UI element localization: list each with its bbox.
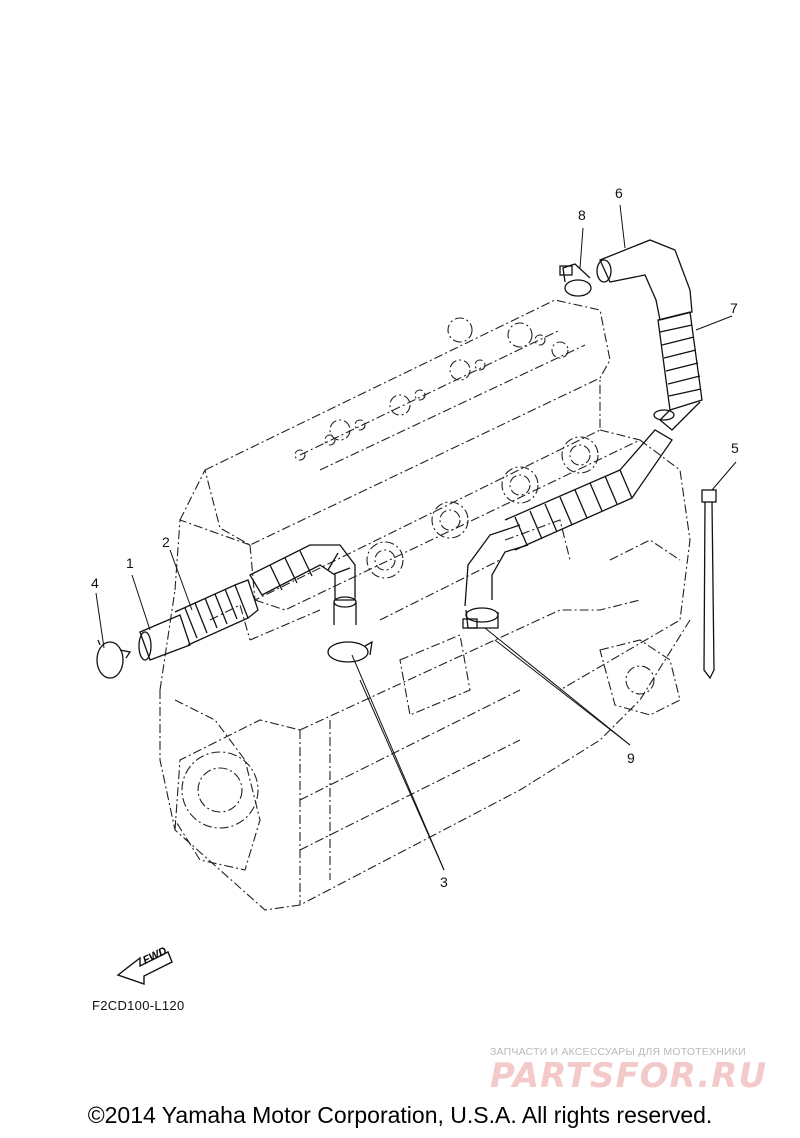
part-6-bent-hose bbox=[596, 239, 693, 321]
breather-hose-long bbox=[464, 409, 675, 607]
diagram-code: F2CD100-L120 bbox=[92, 998, 185, 1013]
part-9-clamp bbox=[462, 607, 499, 629]
callout-9: 9 bbox=[627, 750, 635, 766]
fwd-arrow-icon bbox=[116, 951, 173, 985]
callout-8: 8 bbox=[578, 207, 586, 223]
part-7-corrugated-hose bbox=[657, 311, 703, 431]
breather-elbow bbox=[249, 544, 357, 625]
engine-block-outline bbox=[159, 299, 691, 911]
part-5-cable-tie bbox=[701, 489, 717, 680]
part-2-bellows bbox=[174, 579, 259, 646]
callout-3: 3 bbox=[440, 874, 448, 890]
part-1-hose bbox=[138, 614, 191, 661]
watermark-logo: PARTSFOR.RU bbox=[490, 1056, 768, 1096]
part-8-clamp bbox=[559, 263, 592, 297]
watermark-tagline: ЗАПЧАСТИ И АКСЕССУАРЫ ДЛЯ МОТОТЕХНИКИ bbox=[490, 1046, 746, 1058]
copyright-notice: ©2014 Yamaha Motor Corporation, U.S.A. A… bbox=[87, 1102, 713, 1128]
callout-1: 1 bbox=[126, 555, 134, 571]
part-3-wire-clip bbox=[327, 640, 373, 663]
part-4-wire-clip bbox=[96, 639, 132, 679]
callout-4: 4 bbox=[91, 575, 99, 591]
parts bbox=[96, 239, 717, 985]
callout-7: 7 bbox=[730, 300, 738, 316]
callout-5: 5 bbox=[731, 440, 739, 456]
callout-6: 6 bbox=[615, 185, 623, 201]
leader-lines bbox=[95, 204, 737, 871]
callout-2: 2 bbox=[162, 534, 170, 550]
